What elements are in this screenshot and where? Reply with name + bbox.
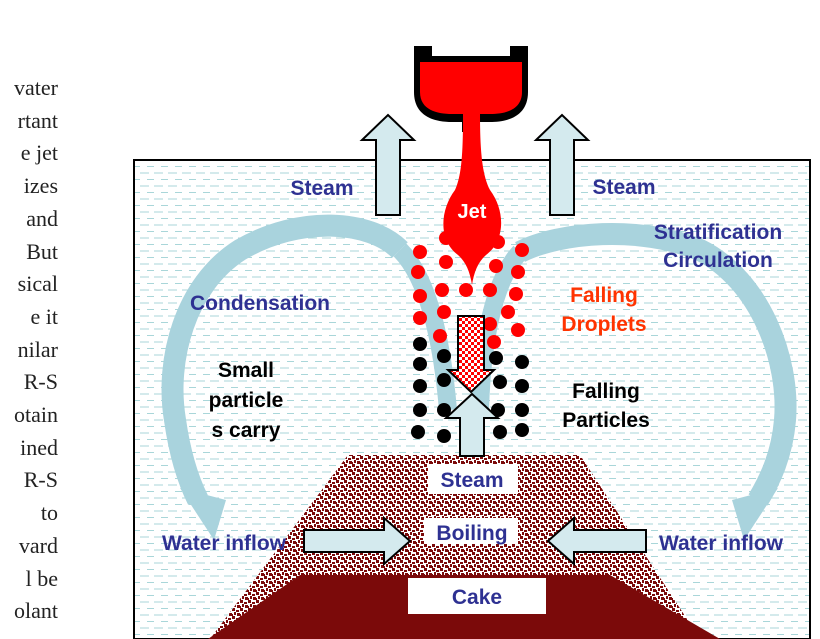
side-text-line: olant bbox=[14, 598, 58, 624]
side-text-line: l be bbox=[25, 565, 58, 591]
falling-droplets-label-2: Droplets bbox=[561, 313, 646, 336]
center-steam-arrow bbox=[443, 392, 501, 457]
side-text-line: sical bbox=[17, 271, 58, 297]
boiling-label: Boiling bbox=[436, 522, 507, 545]
condensation-label: Condensation bbox=[190, 292, 330, 315]
side-text-line: to bbox=[40, 500, 58, 526]
water-inflow-left-label: Water inflow bbox=[162, 532, 287, 555]
side-text-line: But bbox=[26, 238, 58, 264]
steam-left-label: Steam bbox=[290, 177, 353, 200]
side-text-line: rtant bbox=[17, 107, 58, 133]
steam-arrow-right bbox=[533, 113, 591, 216]
side-text-line: e it bbox=[30, 303, 59, 329]
steam-right-label: Steam bbox=[592, 176, 655, 199]
water-inflow-arrow-right bbox=[546, 515, 647, 567]
side-text-line: nilar bbox=[17, 336, 58, 362]
side-text-line: R-S bbox=[23, 369, 58, 395]
cake-label: Cake bbox=[452, 586, 502, 609]
side-text-line: otain bbox=[14, 402, 58, 428]
left-circulation-arrow bbox=[161, 214, 408, 505]
falling-droplets-label-1: Falling bbox=[570, 284, 638, 307]
jet-label: Jet bbox=[458, 201, 487, 223]
small-particles-label-1: Small bbox=[218, 359, 274, 382]
circulation-label: Circulation bbox=[663, 249, 773, 272]
steam-arrow-left bbox=[359, 113, 417, 216]
side-text-line: ined bbox=[20, 434, 58, 460]
falling-particles-label-1: Falling bbox=[572, 380, 640, 403]
inner-right-flow bbox=[471, 245, 527, 411]
steam-center-label: Steam bbox=[440, 469, 503, 492]
side-text-line: R-S bbox=[23, 467, 58, 493]
water-inflow-right-label: Water inflow bbox=[659, 532, 784, 555]
side-text-line: vard bbox=[18, 532, 58, 558]
side-text-line: vater bbox=[14, 75, 58, 100]
steam-center-box bbox=[428, 464, 518, 494]
melt-jet bbox=[443, 114, 502, 285]
small-particles-label-2: particle bbox=[209, 389, 284, 412]
falling-arrow bbox=[445, 315, 497, 394]
boiling-box bbox=[424, 518, 518, 544]
water-inflow-arrow-left bbox=[303, 515, 412, 567]
small-particles-label-3: s carry bbox=[212, 419, 281, 442]
falling-particles-label-2: Particles bbox=[562, 409, 650, 432]
left-circulation-arrowhead bbox=[180, 488, 226, 540]
side-text-line: and bbox=[26, 205, 58, 231]
right-circulation-arrow bbox=[515, 222, 797, 506]
side-text-line: e jet bbox=[20, 140, 58, 166]
right-circulation-arrowhead bbox=[732, 488, 778, 540]
red-droplets bbox=[411, 231, 529, 349]
stratification-label: Stratification bbox=[654, 221, 782, 244]
crucible-rim bbox=[432, 46, 510, 56]
cake-box bbox=[408, 578, 546, 614]
side-text-line: izes bbox=[23, 173, 58, 199]
melt-in-crucible bbox=[420, 62, 522, 114]
